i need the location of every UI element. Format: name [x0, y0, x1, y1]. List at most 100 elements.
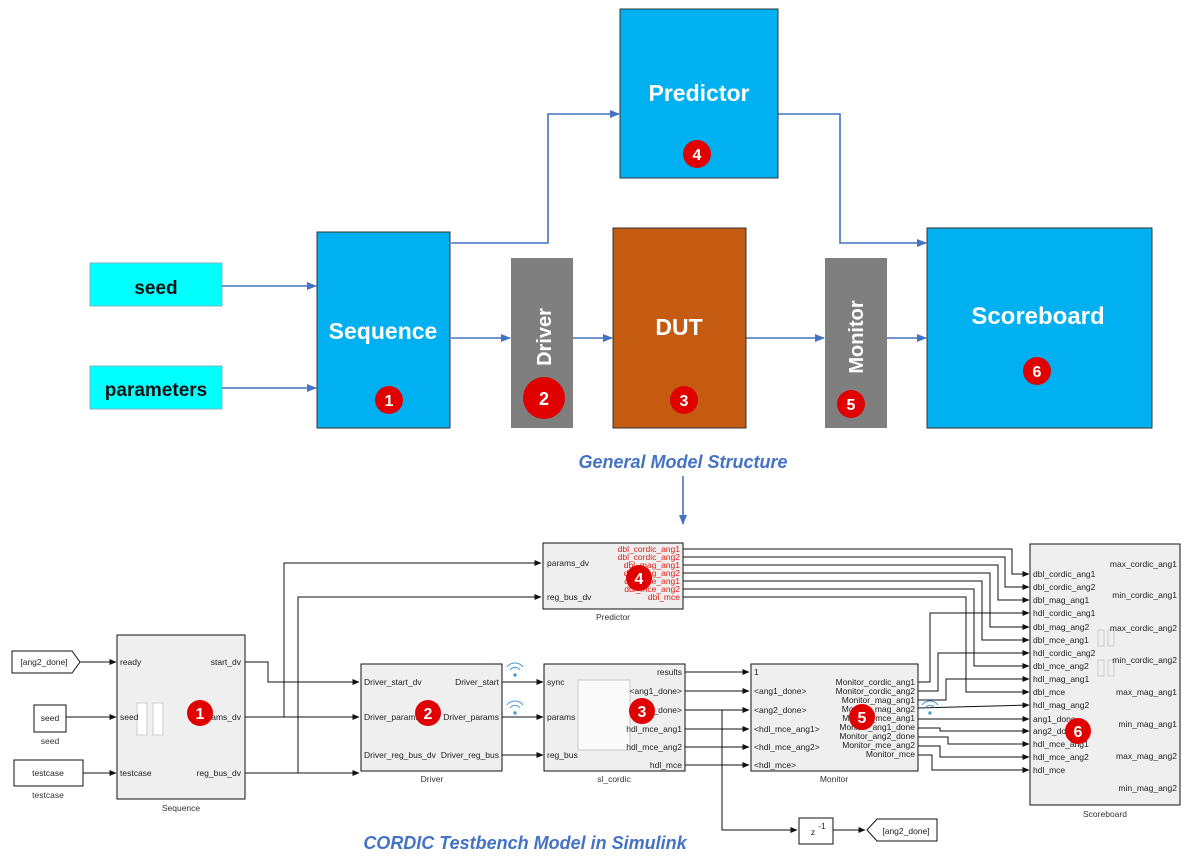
svg-text:Driver_reg_bus_dv: Driver_reg_bus_dv — [364, 750, 437, 760]
svg-text:max_mag_ang2: max_mag_ang2 — [1116, 751, 1177, 761]
svg-text:dbl_cordic_ang1: dbl_cordic_ang1 — [1033, 569, 1096, 579]
monitor-label: Monitor — [846, 300, 868, 374]
svg-text:dbl_mce_ang2: dbl_mce_ang2 — [624, 584, 680, 594]
svg-text:2: 2 — [424, 706, 433, 723]
svg-text:hdl_mce: hdl_mce — [1033, 765, 1065, 775]
svg-text:testcase: testcase — [32, 768, 64, 778]
svg-text:<ang2_done>: <ang2_done> — [630, 705, 683, 715]
seed-input-label: seed — [134, 278, 177, 299]
parameters-input-block: parameters — [89, 365, 223, 410]
svg-text:5: 5 — [847, 397, 856, 414]
svg-text:Driver_start_dv: Driver_start_dv — [364, 677, 422, 687]
sim-cordic-block: sync params reg_bus results <ang1_done> … — [543, 663, 686, 784]
wireless-icon-monitor — [921, 700, 939, 715]
svg-text:hdl_mce_ang2: hdl_mce_ang2 — [1033, 752, 1089, 762]
svg-text:seed: seed — [120, 712, 139, 722]
svg-text:reg_bus_dv: reg_bus_dv — [197, 768, 242, 778]
svg-text:dbl_cordic_ang2: dbl_cordic_ang2 — [1033, 582, 1096, 592]
svg-text:hdl_mce_ang1: hdl_mce_ang1 — [626, 724, 682, 734]
svg-text:reg_bus: reg_bus — [547, 750, 578, 760]
from-tag-label: [ang2_done] — [20, 657, 67, 667]
svg-text:hdl_mce_ang1: hdl_mce_ang1 — [1033, 739, 1089, 749]
svg-text:max_cordic_ang1: max_cordic_ang1 — [1110, 559, 1177, 569]
sim-badge-2: 2 — [415, 700, 441, 726]
from-tag-ang2-done: [ang2_done] — [11, 650, 81, 674]
seed-input-block: seed — [89, 262, 223, 307]
svg-text:4: 4 — [693, 147, 702, 164]
svg-text:Monitor_mag_ang2: Monitor_mag_ang2 — [842, 704, 916, 714]
svg-text:[ang2_done]: [ang2_done] — [882, 826, 929, 836]
svg-text:4: 4 — [635, 571, 644, 588]
svg-text:<ang1_done>: <ang1_done> — [754, 686, 807, 696]
badge-3: 3 — [670, 386, 698, 414]
sim-badges: 1 2 3 4 5 6 — [187, 565, 1091, 744]
parameters-input-label: parameters — [105, 380, 207, 401]
svg-text:2: 2 — [539, 389, 549, 409]
svg-text:hdl_mag_ang2: hdl_mag_ang2 — [1033, 700, 1090, 710]
svg-text:min_mag_ang1: min_mag_ang1 — [1118, 719, 1177, 729]
sequence-label: Sequence — [329, 318, 438, 344]
seed-source-block: seed seed — [33, 704, 67, 746]
svg-text:dbl_cordic_ang2: dbl_cordic_ang2 — [618, 552, 681, 562]
svg-text:dbl_cordic_ang1: dbl_cordic_ang1 — [618, 544, 681, 554]
svg-text:max_cordic_ang2: max_cordic_ang2 — [1110, 623, 1177, 633]
svg-text:6: 6 — [1033, 364, 1042, 381]
general-badges: 1 2 3 4 5 6 — [375, 140, 1051, 419]
testcase-caption: testcase — [32, 790, 64, 800]
general-connectors — [222, 110, 927, 525]
scoreboard-label: Scoreboard — [971, 303, 1104, 330]
svg-text:6: 6 — [1074, 724, 1083, 741]
svg-text:ready: ready — [120, 657, 142, 667]
svg-text:dbl_mag_ang1: dbl_mag_ang1 — [1033, 595, 1090, 605]
testcase-source-block: testcase testcase — [13, 759, 84, 800]
svg-text:hdl_mce_ang2: hdl_mce_ang2 — [626, 742, 682, 752]
driver-label: Driver — [534, 308, 556, 366]
badge-1: 1 — [375, 386, 403, 414]
sim-badge-5: 5 — [849, 704, 875, 730]
svg-text:dbl_mag_ang1: dbl_mag_ang1 — [624, 560, 681, 570]
svg-text:5: 5 — [858, 710, 867, 727]
svg-text:1: 1 — [385, 393, 394, 410]
svg-text:Driver_reg_bus: Driver_reg_bus — [441, 750, 499, 760]
general-model-title: General Model Structure — [578, 452, 787, 472]
seed-caption: seed — [41, 736, 60, 746]
svg-text:Monitor_cordic_ang2: Monitor_cordic_ang2 — [836, 686, 916, 696]
svg-text:<ang2_done>: <ang2_done> — [754, 705, 807, 715]
scoreboard-block: Scoreboard — [926, 227, 1153, 429]
svg-text:params: params — [547, 712, 575, 722]
svg-text:Monitor_mag_ang1: Monitor_mag_ang1 — [842, 695, 916, 705]
dut-label: DUT — [655, 314, 702, 340]
sim-predictor-block: params_dv reg_bus_dv dbl_cordic_ang1 dbl… — [542, 542, 684, 622]
badge-5: 5 — [837, 390, 865, 418]
svg-text:<hdl_mce_ang1>: <hdl_mce_ang1> — [754, 724, 820, 734]
svg-text:max_mag_ang1: max_mag_ang1 — [1116, 687, 1177, 697]
svg-text:dbl_mag_ang2: dbl_mag_ang2 — [1033, 622, 1090, 632]
svg-text:Driver_params: Driver_params — [443, 712, 499, 722]
svg-text:<ang1_done>: <ang1_done> — [630, 686, 683, 696]
svg-text:results: results — [657, 667, 682, 677]
svg-text:hdl_cordic_ang2: hdl_cordic_ang2 — [1033, 648, 1096, 658]
badge-6: 6 — [1023, 357, 1051, 385]
svg-text:Monitor_ang2_done: Monitor_ang2_done — [839, 731, 915, 741]
simulink-model-title: CORDIC Testbench Model in Simulink — [363, 833, 687, 853]
svg-text:hdl_mag_ang1: hdl_mag_ang1 — [1033, 674, 1090, 684]
svg-text:min_cordic_ang1: min_cordic_ang1 — [1112, 590, 1177, 600]
svg-text:1: 1 — [196, 706, 205, 723]
sim-badge-1: 1 — [187, 700, 213, 726]
svg-text:<hdl_mce_ang2>: <hdl_mce_ang2> — [754, 742, 820, 752]
sim-badge-4: 4 — [626, 565, 652, 591]
svg-text:Driver_params_dv: Driver_params_dv — [364, 712, 434, 722]
svg-text:params_dv: params_dv — [547, 558, 590, 568]
sim-scoreboard-block: dbl_cordic_ang1 dbl_cordic_ang2 dbl_mag_… — [1029, 543, 1181, 819]
svg-text:ang1_done: ang1_done — [1033, 714, 1076, 724]
badge-4: 4 — [683, 140, 711, 168]
sim-badge-6: 6 — [1065, 718, 1091, 744]
svg-text:Monitor_mce: Monitor_mce — [866, 749, 915, 759]
svg-text:hdl_cordic_ang1: hdl_cordic_ang1 — [1033, 608, 1096, 618]
svg-text:Monitor_cordic_ang1: Monitor_cordic_ang1 — [836, 677, 916, 687]
svg-text:Monitor_mce_ang1: Monitor_mce_ang1 — [842, 713, 915, 723]
svg-text:start_dv: start_dv — [211, 657, 242, 667]
svg-text:min_mag_ang2: min_mag_ang2 — [1118, 783, 1177, 793]
svg-text:dbl_mce_ang1: dbl_mce_ang1 — [624, 576, 680, 586]
